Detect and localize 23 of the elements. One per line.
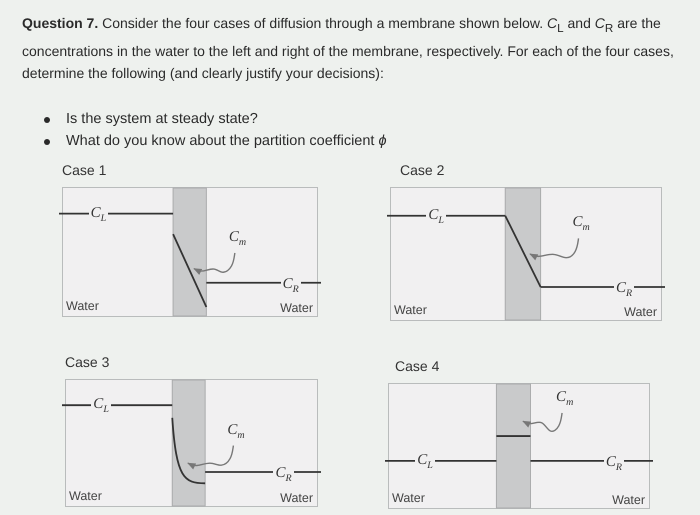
water-label: Water [280,301,313,315]
case-heading: Case 3 [65,354,110,370]
case-heading: Case 4 [395,358,440,374]
water-label: Water [612,493,645,507]
water-label: Water [392,491,425,505]
membrane-concentration-label: C$_{m}$ [570,214,592,236]
leader-arrow [193,252,236,276]
water-label: Water [66,299,99,313]
leader-arrow [522,412,563,432]
case-heading: Case 2 [400,162,444,178]
case-heading: Case 1 [62,162,106,178]
bullet-text: What do you know about the partition coefficient ϕ [66,133,387,149]
leader-arrow [529,238,580,260]
water-label: Water [69,489,102,503]
leader-arrow [187,445,234,470]
membrane-concentration-label: C$_{m}$ [225,422,247,444]
bullet-text: Is the system at steady state? [66,111,258,127]
water-label: Water [280,491,313,505]
membrane-concentration-label: C$_{m}$ [554,388,576,411]
water-label: Water [394,303,427,317]
membrane-concentration-label: C$_{m}$ [226,228,248,251]
water-label: Water [624,305,657,319]
question-text: Question 7. Consider the four cases of diffusion through a membrane shown below. C$_{L}$ and C$_{R}$ are the concentrations in the water to the left and right of the membrane, respectively. For each of the four cases, determine the following (and clearly justify your decisions): [22,14,675,83]
